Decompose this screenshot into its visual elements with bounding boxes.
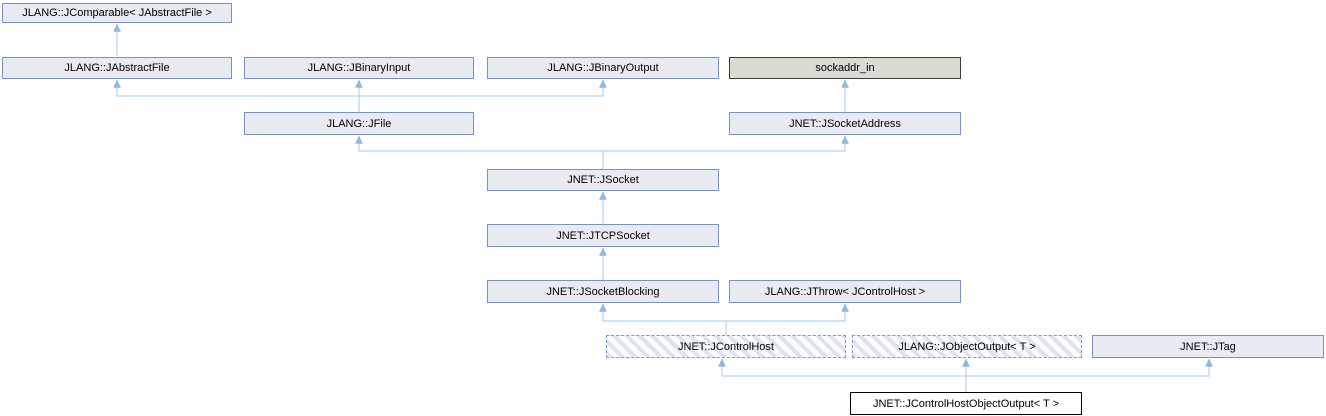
- class-node-jsocket[interactable]: JNET::JSocket: [487, 169, 719, 191]
- class-node-jobjectoutput[interactable]: JLANG::JObjectOutput< T >: [852, 335, 1082, 358]
- class-node-jtcpsocket[interactable]: JNET::JTCPSocket: [487, 224, 719, 247]
- edge-jcontrolhost-to-jsocketblocking: [599, 303, 727, 335]
- edge-jfile-to-jbinaryoutput: [358, 79, 607, 112]
- edge-jcontrolhost-to-jthrow: [725, 303, 849, 335]
- class-node-jsocketblocking[interactable]: JNET::JSocketBlocking: [487, 280, 719, 303]
- edge-jfile-to-jabstractfile: [113, 79, 360, 112]
- edge-jabstractfile-to-jcomparable: [113, 23, 121, 56]
- edge-jsocket-to-jfile: [355, 135, 604, 169]
- class-node-jsocketaddress[interactable]: JNET::JSocketAddress: [729, 112, 961, 135]
- class-node-jabstractfile[interactable]: JLANG::JAbstractFile: [2, 57, 232, 79]
- edge-jsocketblocking-to-jtcpsocket: [599, 247, 607, 280]
- class-node-jbinaryinput[interactable]: JLANG::JBinaryInput: [244, 57, 474, 79]
- class-node-jtag[interactable]: JNET::JTag: [1092, 335, 1324, 358]
- edge-jcontrolhostobjectoutput-to-jtag: [965, 358, 1213, 392]
- class-node-jbinaryoutput[interactable]: JLANG::JBinaryOutput: [487, 57, 719, 79]
- edge-jsocketaddress-to-sockaddr-in: [841, 79, 849, 112]
- class-node-sockaddr-in[interactable]: sockaddr_in: [729, 57, 961, 79]
- edge-jsocket-to-jsocketaddress: [602, 135, 849, 169]
- edge-jcontrolhostobjectoutput-to-jcontrolhost: [718, 358, 967, 392]
- class-node-jcomparable[interactable]: JLANG::JComparable< JAbstractFile >: [2, 3, 232, 23]
- class-node-jthrow[interactable]: JLANG::JThrow< JControlHost >: [729, 280, 961, 303]
- class-node-jcontrolhostobjectoutput[interactable]: JNET::JControlHostObjectOutput< T >: [850, 392, 1082, 415]
- class-node-jcontrolhost[interactable]: JNET::JControlHost: [606, 335, 846, 358]
- edge-jtcpsocket-to-jsocket: [599, 191, 607, 224]
- class-node-jfile[interactable]: JLANG::JFile: [244, 112, 474, 135]
